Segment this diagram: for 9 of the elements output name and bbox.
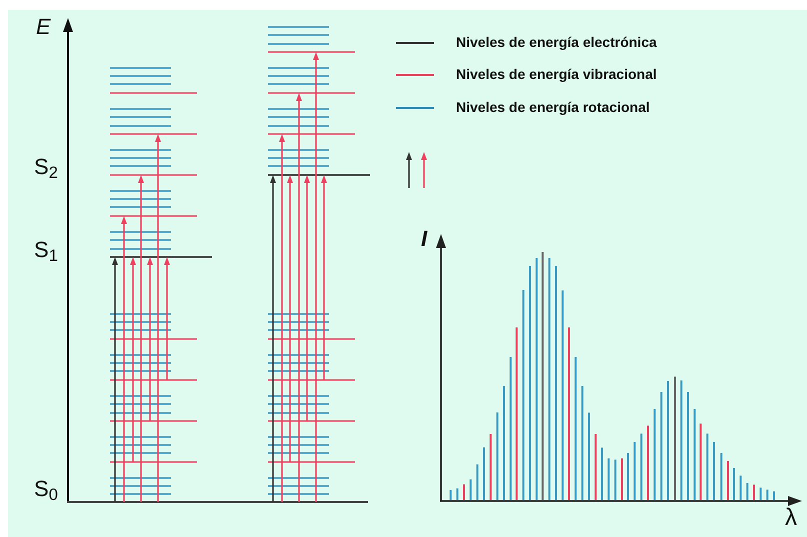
axis-label: S$_{2}$	[34, 156, 58, 178]
axis-label: I	[421, 228, 428, 250]
axis-label: S$_{1}$	[34, 239, 58, 261]
legend-text: Niveles de energía electrónica	[456, 35, 657, 49]
axis-label: E	[36, 16, 51, 38]
legend-text: Niveles de energía vibracional	[456, 67, 657, 81]
legend-text: Niveles de energía rotacional	[456, 100, 650, 114]
axis-label: λ	[785, 506, 797, 530]
axis-label: S$_{0}$	[34, 478, 58, 500]
